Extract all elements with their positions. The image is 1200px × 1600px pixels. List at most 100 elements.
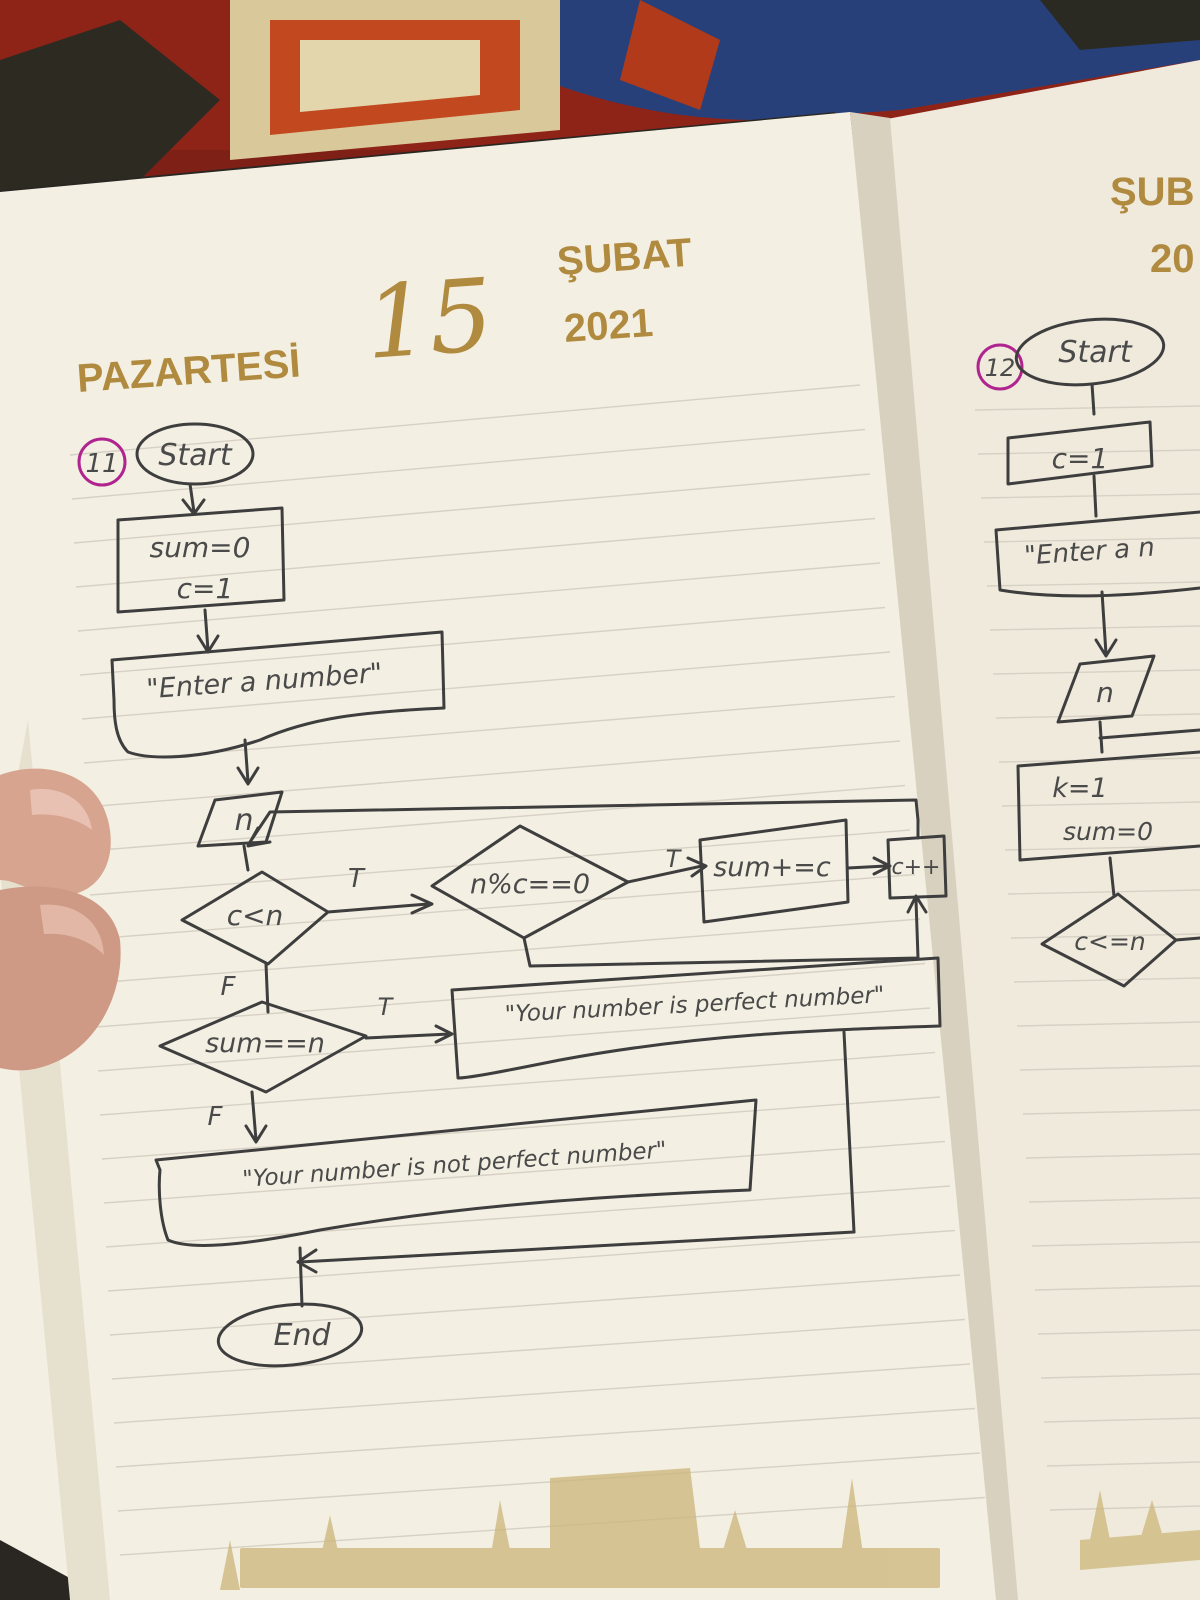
init-k-box (1016, 750, 1200, 862)
add-box (698, 818, 850, 924)
init-sum: sum=0 (150, 531, 251, 564)
ruled-line (111, 1318, 966, 1380)
ruled-line (109, 1274, 961, 1336)
month-label: ŞUBAT (556, 231, 694, 284)
ruled-line (1043, 1417, 1200, 1423)
ruled-lines (69, 384, 1200, 1556)
ruled-line (113, 1363, 971, 1424)
loop-condition (180, 870, 330, 966)
perfect-true-label: T (378, 993, 395, 1021)
ruled-line (73, 473, 871, 544)
ruled-line (93, 918, 921, 984)
arrow-input-to-init (1098, 720, 1200, 754)
arrow-perfect-false (244, 1090, 268, 1144)
perfect-condition (158, 1000, 368, 1094)
arrow-loop-to-mod (326, 893, 434, 915)
arrow-mod-to-add (626, 856, 708, 884)
ruled-line (992, 669, 1200, 675)
perfect-condition-label: sum==n (205, 1028, 325, 1059)
thumb (0, 768, 121, 1071)
loop-false-label: F (221, 972, 237, 1002)
prompt-display (994, 510, 1200, 598)
right-page (882, 60, 1200, 1600)
ruled-line (977, 449, 1200, 455)
start-label: Start (158, 438, 233, 473)
palace-illustration (220, 1468, 1200, 1590)
ruled-line (101, 1096, 941, 1160)
mod-true-label: T (666, 845, 683, 873)
ruled-line (99, 1051, 936, 1116)
ruled-line (1004, 845, 1200, 851)
condition-true-arrow (1174, 936, 1200, 942)
init-c-box (1006, 420, 1154, 486)
ruled-line (1034, 1285, 1200, 1291)
perfect-message-box (450, 956, 942, 1080)
ruled-line (69, 384, 861, 456)
arrow-init-to-cond (1108, 856, 1116, 898)
ruled-line (81, 651, 891, 720)
init-k-label: k=1 (1052, 773, 1107, 804)
input-label: n (1096, 676, 1114, 709)
ruled-line (107, 1229, 956, 1292)
right-year-label: 20 (1150, 237, 1195, 281)
date-header: PAZARTESİ 15 ŞUBAT 2021 ŞUB 20 (76, 170, 1195, 401)
ruled-line (87, 784, 906, 852)
prompt-display (110, 630, 446, 759)
ruled-line (71, 428, 866, 500)
ruled-line (989, 625, 1200, 631)
ruled-line (91, 873, 916, 940)
ruled-line (974, 405, 1200, 411)
ruled-line (95, 962, 926, 1028)
arrow-perfect-true (364, 1024, 454, 1044)
ruled-line (105, 1185, 951, 1248)
arrow-prompt-to-input (1094, 590, 1118, 658)
ruled-line (1001, 801, 1200, 807)
end-label: End (273, 1318, 331, 1353)
increment-label: c++ (892, 855, 941, 880)
condition-label: c<=n (1074, 927, 1145, 956)
ruled-line (89, 829, 911, 896)
init-c-label: c=1 (1052, 442, 1109, 475)
flowchart-12: 12 Start c=1 "Enter a n n k=1 sum=0 c<=n (976, 317, 1200, 988)
ruled-line (995, 713, 1200, 719)
ruled-line (79, 606, 886, 676)
year-label: 2021 (563, 301, 655, 351)
ruled-line (97, 1007, 931, 1072)
right-month-label: ŞUB (1110, 170, 1194, 214)
notebook (0, 60, 1200, 1600)
arrow-start-to-init (1090, 382, 1096, 416)
ruled-line (1025, 1153, 1200, 1159)
ruled-line (75, 517, 876, 588)
ruled-line (1016, 1021, 1200, 1027)
ruled-line (103, 1140, 946, 1204)
ruled-line (1028, 1197, 1200, 1203)
add-label: sum+=c (713, 852, 831, 883)
ruled-line (1022, 1109, 1200, 1115)
merge-line (296, 1230, 856, 1274)
arrow-init-to-prompt (1092, 474, 1098, 518)
ruled-line (1037, 1329, 1200, 1335)
perfect-false-label: F (208, 1102, 224, 1132)
ruled-line (1031, 1241, 1200, 1247)
gutter-shadow (850, 112, 1018, 1600)
flowchart-number-marker (976, 343, 1024, 391)
flowchart-number: 11 (85, 449, 118, 479)
ruled-line (115, 1407, 976, 1468)
end-terminal (216, 1302, 364, 1368)
loop-true-label: T (348, 864, 366, 894)
arrow-to-end (298, 1246, 304, 1308)
ruled-line (1040, 1373, 1200, 1379)
ruled-line (117, 1452, 981, 1512)
ruled-line (980, 493, 1200, 499)
loop-condition-label: c<n (227, 899, 284, 932)
ruled-line (1049, 1505, 1200, 1511)
ruled-line (986, 581, 1200, 587)
mod-false-path (522, 894, 928, 968)
increment-box (886, 834, 948, 900)
arrow-prompt-to-input (236, 738, 260, 786)
ruled-line (85, 740, 901, 808)
ruled-line (1007, 889, 1200, 895)
start-label: Start (1058, 335, 1133, 370)
ruled-line (1046, 1461, 1200, 1467)
